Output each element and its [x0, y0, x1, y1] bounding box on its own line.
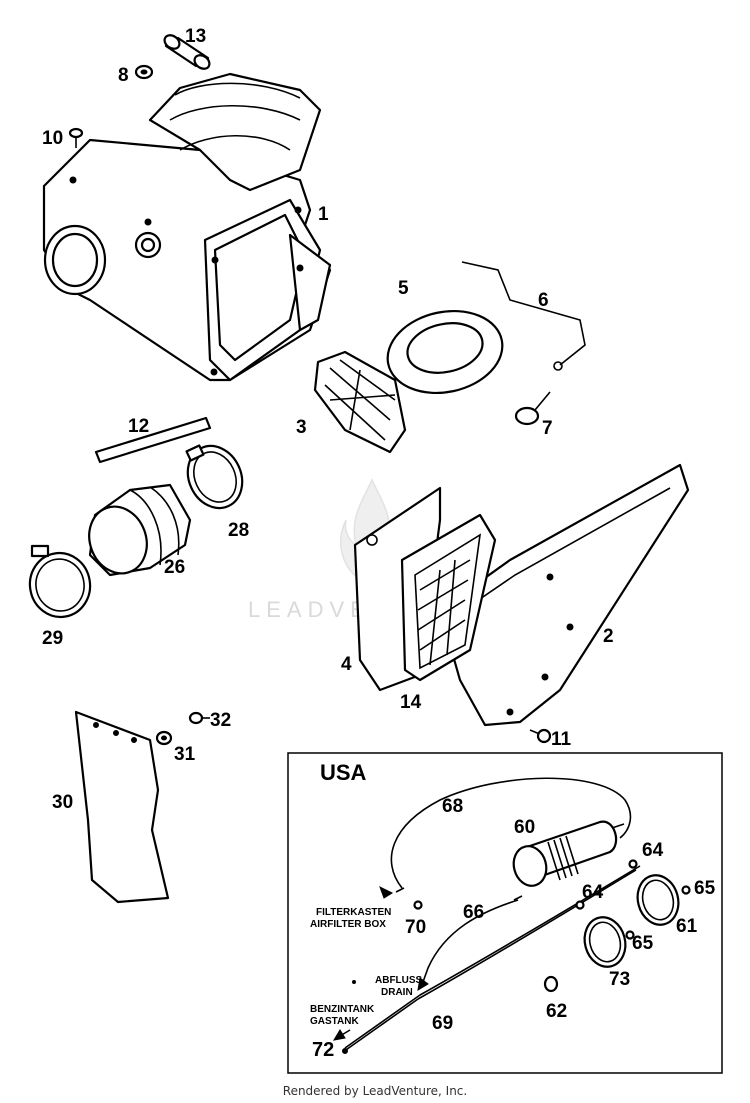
usa-title: USA	[320, 760, 367, 785]
part-7-screw	[514, 391, 551, 426]
part-64-screw-a	[628, 859, 638, 869]
arrow-to-airfilter-box	[379, 885, 394, 899]
label-gastank: GASTANK	[310, 1016, 359, 1027]
callout-1: 1	[318, 204, 329, 225]
callout-62: 62	[546, 1001, 567, 1022]
callout-65-a: 65	[694, 878, 716, 899]
callout-2: 2	[603, 626, 614, 647]
part-6-wire-clip	[461, 261, 586, 371]
part-8-grommet	[134, 64, 154, 80]
callout-29: 29	[42, 628, 63, 649]
part-31-washer	[155, 730, 173, 746]
usa-inset: USA	[287, 752, 723, 1074]
part-65-nut-b	[625, 930, 635, 940]
label-airfilter-box: AIRFILTER BOX	[310, 919, 386, 930]
part-69-hose	[344, 865, 641, 1049]
callout-6: 6	[538, 290, 549, 311]
part-11-screw	[529, 728, 552, 744]
callout-69: 69	[432, 1013, 453, 1034]
footer-credit: Rendered by LeadVenture, Inc.	[282, 1084, 468, 1098]
label-benzintank: BENZINTANK	[310, 1004, 375, 1015]
callout-13: 13	[185, 26, 206, 47]
callout-labels: 13 8 10 1 5 6 3 7 12 28 26 29 2 4 14 11 …	[42, 26, 614, 813]
callout-64-b: 64	[582, 882, 604, 903]
part-32-bolt	[188, 711, 210, 725]
part-14-screen	[400, 513, 497, 682]
part-29-clamp	[28, 544, 92, 619]
callout-60: 60	[514, 817, 535, 838]
callout-3: 3	[296, 417, 307, 438]
part-65-nut-a	[681, 885, 691, 895]
callout-5: 5	[398, 278, 409, 299]
part-61-clamp	[636, 874, 680, 926]
callout-70: 70	[405, 917, 426, 938]
part-12-hose	[94, 416, 212, 464]
callout-14: 14	[400, 692, 422, 713]
callout-7: 7	[542, 418, 553, 439]
part-66-hose	[422, 899, 519, 983]
callout-4: 4	[341, 654, 352, 675]
part-64-screw-b	[575, 900, 585, 910]
callout-32: 32	[210, 710, 231, 731]
callout-64-a: 64	[642, 840, 664, 861]
arrow-to-drain	[417, 977, 429, 991]
callout-12: 12	[128, 416, 149, 437]
part-5-filter-element	[386, 309, 504, 395]
callout-28: 28	[228, 520, 249, 541]
callout-66: 66	[463, 902, 484, 923]
part-30-mud-flap	[74, 710, 170, 904]
part-62-cap	[543, 975, 559, 993]
part-60-canister	[512, 820, 625, 901]
part-3-filter-cage	[313, 350, 407, 454]
part-1-airfilter-box	[42, 72, 332, 382]
part-72-fitting	[342, 1048, 348, 1054]
part-26-rubber-sleeve	[88, 483, 192, 577]
callout-10: 10	[42, 128, 63, 149]
part-68-hose	[390, 777, 632, 889]
part-73-clamp	[583, 916, 627, 968]
callout-72: 72	[312, 1039, 334, 1061]
part-70-screw	[413, 900, 423, 910]
callout-65-b: 65	[632, 933, 654, 954]
label-abfluss: ABFLUSS	[375, 975, 423, 986]
callout-68: 68	[442, 796, 463, 817]
part-28-clamp	[185, 444, 244, 510]
callout-8: 8	[118, 65, 129, 86]
callout-61: 61	[676, 916, 698, 937]
part-13-sleeve	[163, 34, 211, 70]
callout-30: 30	[52, 792, 73, 813]
callout-26: 26	[164, 557, 185, 578]
label-drain: DRAIN	[381, 987, 413, 998]
callout-31: 31	[174, 744, 196, 765]
part-10-bolt	[68, 127, 84, 148]
callout-73: 73	[609, 969, 630, 990]
label-filterkasten: FILTERKASTEN	[316, 907, 391, 918]
callout-11: 11	[551, 729, 572, 750]
